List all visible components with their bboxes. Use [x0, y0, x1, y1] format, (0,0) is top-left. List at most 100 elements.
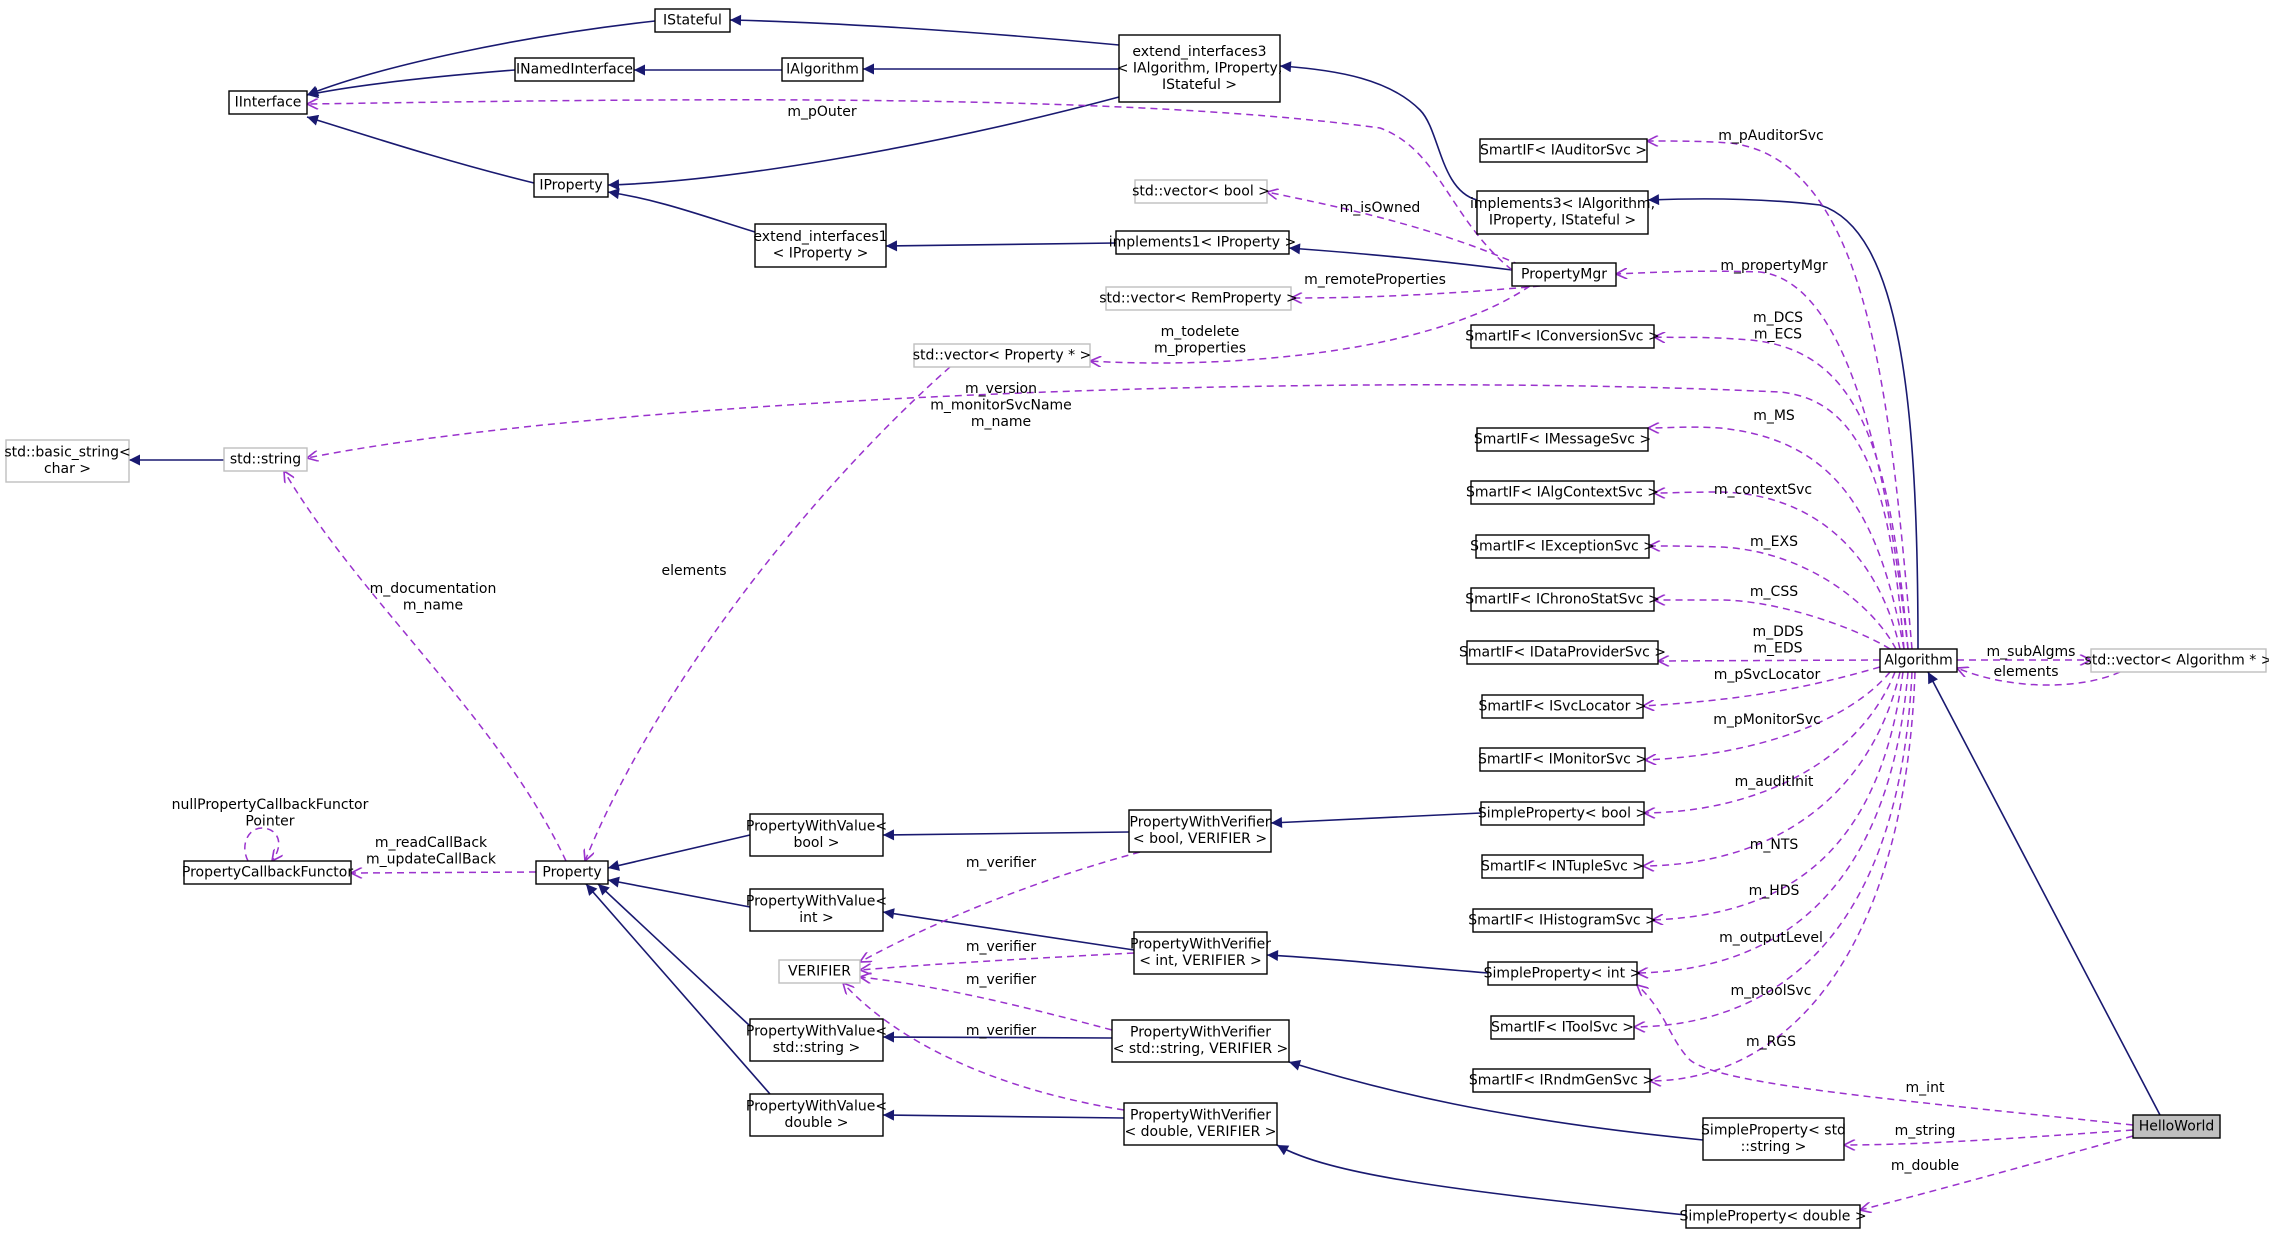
class-node-sialgctx[interactable]: SmartIF< IAlgContextSvc >	[1466, 480, 1659, 505]
edge-label-verif1: m_verifier	[966, 855, 1037, 871]
class-node-siconv[interactable]: SmartIF< IConversionSvc >	[1465, 324, 1660, 349]
edge-label-readcb: m_readCallBack	[375, 835, 488, 851]
edge-label-ctx: m_contextSvc	[1714, 482, 1812, 498]
inheritance-edge-ext1-to-iproperty	[607, 188, 756, 233]
class-node-sintuple[interactable]: SmartIF< INTupleSvc >	[1481, 854, 1644, 879]
class-node-pwverint[interactable]: PropertyWithVerifier< int, VERIFIER >	[1130, 931, 1271, 975]
class-node-algorithm[interactable]: Algorithm	[1879, 648, 1958, 673]
class-node-ext1[interactable]: extend_interfaces1< IProperty >	[753, 223, 888, 268]
class-node-vecrem[interactable]: std::vector< RemProperty >	[1099, 286, 1298, 311]
class-node-pwverstring[interactable]: PropertyWithVerifier< std::string, VERIF…	[1111, 1019, 1290, 1063]
edge-label-dcs: m_DCS	[1753, 310, 1803, 326]
class-name-line: SmartIF< ISvcLocator >	[1478, 698, 1646, 714]
class-node-sitool[interactable]: SmartIF< IToolSvc >	[1490, 1015, 1635, 1040]
class-node-spint[interactable]: SimpleProperty< int >	[1484, 961, 1642, 986]
class-node-spdouble[interactable]: SimpleProperty< double >	[1679, 1204, 1867, 1229]
usage-edge-remoteproperties	[1291, 285, 1541, 298]
class-box	[535, 860, 609, 885]
class-node-stdstring[interactable]: std::string	[223, 447, 308, 472]
class-node-pwverdouble[interactable]: PropertyWithVerifier< double, VERIFIER >	[1123, 1102, 1278, 1146]
class-node-siexc[interactable]: SmartIF< IExceptionSvc >	[1470, 534, 1655, 559]
class-name-line: SimpleProperty< bool >	[1478, 805, 1647, 821]
class-node-vecprop[interactable]: std::vector< Property * >	[913, 343, 1092, 368]
edge-label-isowned: m_isOwned	[1340, 200, 1421, 216]
class-node-pwvstring[interactable]: PropertyWithValue<std::string >	[746, 1018, 887, 1062]
class-node-simsg[interactable]: SmartIF< IMessageSvc >	[1474, 427, 1651, 452]
class-box	[781, 57, 864, 82]
usage-edge-m-double	[1860, 1135, 2134, 1210]
class-box	[749, 1018, 884, 1062]
usage-edge-todelete	[1090, 285, 1531, 363]
class-box	[1879, 648, 1958, 673]
class-node-pwvbool[interactable]: PropertyWithValue<bool >	[746, 813, 887, 857]
class-node-spstring[interactable]: SimpleProperty< std::string >	[1701, 1117, 1846, 1161]
edge-label-auditinit: m_auditInit	[1735, 774, 1814, 790]
class-node-verifier[interactable]: VERIFIER	[778, 959, 861, 984]
class-node-vecbool[interactable]: std::vector< bool >	[1132, 179, 1270, 204]
class-box	[223, 447, 308, 472]
edge-label-version: m_version	[965, 381, 1037, 397]
class-box	[1134, 179, 1268, 204]
class-name-line: PropertyWithVerifier	[1130, 815, 1271, 831]
class-box	[1685, 1204, 1861, 1229]
class-name-line: INamedInterface	[516, 61, 633, 77]
class-box	[1480, 801, 1645, 826]
class-node-propertymgr[interactable]: PropertyMgr	[1511, 262, 1617, 287]
class-node-istateful[interactable]: IStateful	[654, 8, 731, 33]
edge-label-outlevel: m_outputLevel	[1719, 930, 1823, 946]
class-node-siauditor[interactable]: SmartIF< IAuditorSvc >	[1479, 138, 1648, 163]
usage-edge-pauditorsvc	[1647, 141, 1913, 650]
edge-label-verif2: m_verifier	[966, 939, 1037, 955]
usage-edge-propertymgr	[1616, 271, 1909, 650]
inheritance-edge-algorithm-to-impl3	[1647, 194, 1919, 650]
class-name-line: Algorithm	[1884, 652, 1953, 668]
inheritance-edge-impl1-to-ext1	[885, 240, 1117, 252]
class-node-sichrono[interactable]: SmartIF< IChronoStatSvc >	[1465, 587, 1660, 612]
class-box	[754, 223, 887, 268]
class-node-impl3[interactable]: implements3< IAlgorithm,IProperty, IStat…	[1470, 190, 1655, 235]
class-box	[1476, 427, 1649, 452]
class-node-sirndm[interactable]: SmartIF< IRndmGenSvc >	[1469, 1068, 1654, 1093]
class-node-ext3[interactable]: extend_interfaces3< IAlgorithm, IPropert…	[1117, 34, 1283, 103]
class-box	[533, 173, 609, 198]
inheritance-edge-spstring-to-pwverstring	[1288, 1059, 1704, 1141]
usage-edge-verifier-bool	[860, 851, 1141, 962]
class-node-pwvdouble[interactable]: PropertyWithValue<double >	[746, 1093, 887, 1137]
class-node-sidp[interactable]: SmartIF< IDataProviderSvc >	[1459, 640, 1666, 665]
usage-edge-auditinit	[1644, 671, 1896, 813]
class-node-basicstr[interactable]: std::basic_string<char >	[4, 439, 131, 483]
class-name-line: extend_interfaces1	[753, 229, 887, 245]
class-name-line: std::basic_string<	[4, 445, 130, 461]
edge-label-todelete: m_todelete	[1161, 324, 1240, 340]
class-node-iinterface[interactable]: IInterface	[228, 90, 308, 115]
class-node-spbool[interactable]: SimpleProperty< bool >	[1478, 801, 1647, 826]
class-node-sisvcloc[interactable]: SmartIF< ISvcLocator >	[1478, 694, 1647, 719]
class-node-pwverbool[interactable]: PropertyWithVerifier< bool, VERIFIER >	[1128, 809, 1272, 853]
inheritance-edge-ext3-to-iproperty	[607, 96, 1120, 191]
edge-label-pouter: m_pOuter	[787, 104, 857, 120]
class-node-vecalg[interactable]: std::vector< Algorithm * >	[2085, 648, 2269, 673]
class-node-iproperty[interactable]: IProperty	[533, 173, 609, 198]
inheritance-edge-helloworld-to-algorithm	[1927, 671, 2161, 1116]
class-node-helloworld[interactable]: HelloWorld	[2132, 1114, 2221, 1139]
usage-edge-dds	[1658, 660, 1881, 661]
class-node-ialgorithm[interactable]: IAlgorithm	[781, 57, 864, 82]
class-node-impl1[interactable]: implements1< IProperty >	[1109, 230, 1296, 255]
class-name-line: SmartIF< IDataProviderSvc >	[1459, 644, 1666, 660]
class-node-sihist[interactable]: SmartIF< IHistogramSvc >	[1468, 908, 1657, 933]
class-node-pwvint[interactable]: PropertyWithValue<int >	[746, 888, 887, 932]
class-node-inamedinterface[interactable]: INamedInterface	[514, 57, 635, 82]
edge-label-verif3: m_verifier	[966, 972, 1037, 988]
class-node-property[interactable]: Property	[535, 860, 609, 885]
class-node-pcf[interactable]: PropertyCallbackFunctor	[182, 860, 353, 885]
inheritance-edge-pwverbool-to-pwvbool	[882, 829, 1130, 841]
class-name-line: SimpleProperty< std	[1701, 1123, 1846, 1139]
edge-label-doc: m_name	[403, 598, 463, 614]
usage-edge-documentation	[284, 471, 567, 862]
class-node-simon[interactable]: SmartIF< IMonitorSvc >	[1478, 747, 1647, 772]
class-box	[1118, 34, 1281, 103]
edge-label-ptool: m_ptoolSvc	[1731, 983, 1812, 999]
class-name-line: < std::string, VERIFIER >	[1113, 1041, 1289, 1057]
inheritance-edge-pwverstring-to-pwvstring	[882, 1031, 1113, 1043]
